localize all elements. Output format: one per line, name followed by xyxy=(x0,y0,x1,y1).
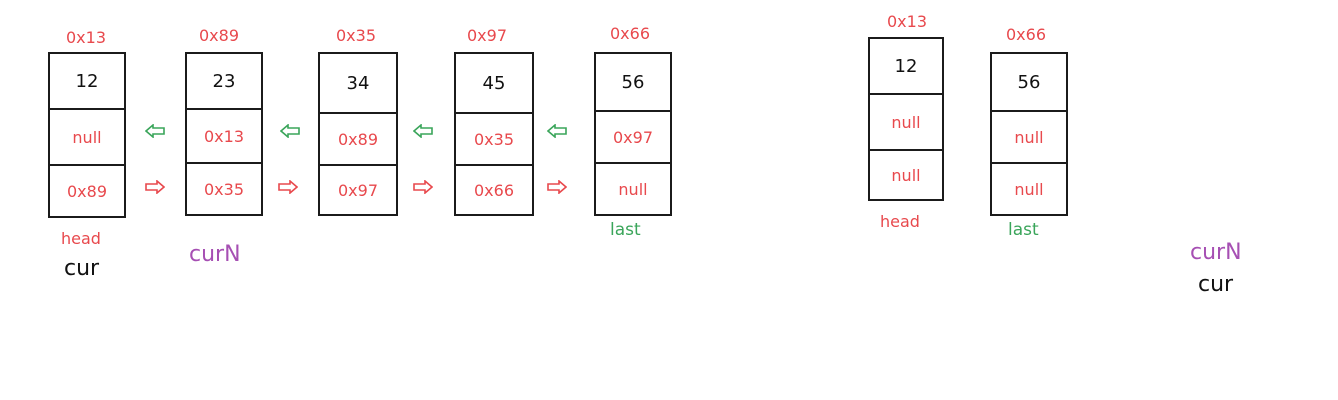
node-address: 0x66 xyxy=(610,24,651,43)
prev-arrow-icon xyxy=(280,124,300,138)
node-address: 0x97 xyxy=(467,26,508,45)
node-address: 0x13 xyxy=(66,28,107,47)
cur-label: cur xyxy=(64,256,100,281)
node-address: 0x89 xyxy=(199,26,240,45)
list-node: 45 0x35 0x66 xyxy=(454,52,534,216)
cur-label: cur xyxy=(1198,272,1234,297)
list-node: 56 0x97 null xyxy=(594,52,672,216)
next-arrow-icon xyxy=(145,180,165,194)
node-value: 23 xyxy=(212,70,236,92)
last-label: last xyxy=(610,220,641,240)
node-value: 45 xyxy=(482,72,506,94)
next-arrow-icon xyxy=(278,180,298,194)
node-next-pointer: 0x35 xyxy=(187,162,261,214)
node-next-pointer: 0x66 xyxy=(456,164,532,214)
list-node: 23 0x13 0x35 xyxy=(185,52,263,216)
node-value: 56 xyxy=(1017,71,1041,93)
list-node: 34 0x89 0x97 xyxy=(318,52,398,216)
prev-arrow-icon xyxy=(547,124,567,138)
node-prev-pointer: 0x13 xyxy=(187,108,261,162)
last-label: last xyxy=(1008,220,1039,240)
node-address: 0x66 xyxy=(1006,25,1047,44)
node-address: 0x13 xyxy=(887,12,928,31)
node-prev-pointer: null xyxy=(50,108,124,164)
node-prev-pointer: 0x89 xyxy=(320,112,396,164)
next-arrow-icon xyxy=(413,180,433,194)
list-node: 12 null 0x89 xyxy=(48,52,126,218)
node-value: 34 xyxy=(346,72,370,94)
next-arrow-icon xyxy=(547,180,567,194)
list-node: 56 null null xyxy=(990,52,1068,216)
curN-label: curN xyxy=(1190,240,1242,265)
node-value: 56 xyxy=(621,71,645,93)
node-prev-pointer: 0x97 xyxy=(596,110,670,162)
prev-arrow-icon xyxy=(413,124,433,138)
node-next-pointer: null xyxy=(870,149,942,199)
node-next-pointer: 0x97 xyxy=(320,164,396,214)
prev-arrow-icon xyxy=(145,124,165,138)
list-node: 12 null null xyxy=(868,37,944,201)
node-value: 12 xyxy=(75,70,99,92)
head-label: head xyxy=(61,229,101,248)
curN-label: curN xyxy=(189,242,241,267)
node-next-pointer: null xyxy=(596,162,670,214)
node-next-pointer: null xyxy=(992,162,1066,214)
node-next-pointer: 0x89 xyxy=(50,164,124,216)
node-value: 12 xyxy=(894,55,918,77)
head-label: head xyxy=(880,212,920,231)
node-prev-pointer: 0x35 xyxy=(456,112,532,164)
node-prev-pointer: null xyxy=(870,93,942,149)
node-address: 0x35 xyxy=(336,26,377,45)
node-prev-pointer: null xyxy=(992,110,1066,162)
